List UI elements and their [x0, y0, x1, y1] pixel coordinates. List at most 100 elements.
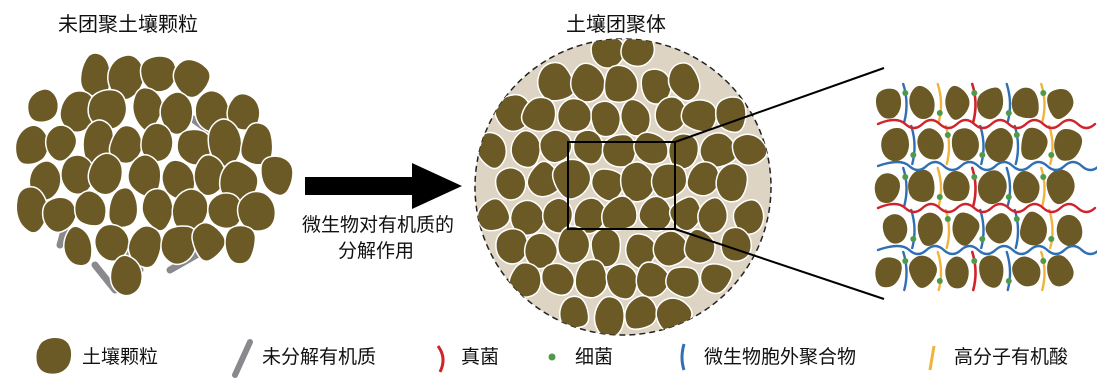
zoomed-soil-particle [873, 171, 902, 205]
bacterium [1040, 258, 1047, 264]
eps-strand [979, 124, 985, 166]
zoomed-soil-particle [950, 126, 981, 163]
soil-particle [107, 186, 139, 229]
organic-acid-lines-group [936, 82, 1054, 292]
fungi-icon [436, 345, 445, 373]
aggregate-soil-particle [573, 197, 607, 235]
aggregate-soil-particle [605, 263, 638, 300]
eps-strand [979, 208, 985, 250]
organic-acid-strand [936, 82, 943, 124]
zoom-line-top [674, 67, 885, 143]
zoomed-soil-particle [1010, 86, 1041, 120]
aggregate-soil-particle [556, 225, 591, 265]
zoomed-soil-particle [943, 84, 971, 122]
bacterium [1013, 216, 1020, 222]
aggregate-soil-particle [569, 62, 606, 103]
aggregate-soil-particle [633, 131, 669, 165]
aggregate-soil-particle [494, 167, 527, 201]
legend-item-soil-particle: 土壤颗粒 [35, 337, 158, 375]
bacterium [902, 90, 909, 96]
eps-strand [902, 82, 908, 124]
legend-organic-acid-label: 高分子有机酸 [954, 346, 1068, 368]
fungal-hypha [970, 166, 977, 208]
soil-particle [139, 55, 177, 93]
aggregate-soil-particle [715, 162, 749, 203]
soil-particle-group [14, 52, 294, 297]
zoomed-soil-particle [1011, 169, 1042, 205]
soil-particle [109, 254, 143, 297]
aggregate-soil-particle [665, 266, 701, 299]
aggregate-soil-particle [732, 199, 765, 235]
aggregate-soil-particle [650, 163, 688, 200]
aggregate-soil-particle [601, 133, 637, 168]
aggregate-soil-particle [714, 96, 747, 134]
zoomed-soil-particle [915, 126, 946, 161]
soil-particle [15, 185, 49, 234]
aggregate-soil-particle [541, 197, 574, 234]
legend-eps-label: 微生物胞外聚合物 [704, 346, 856, 368]
aggregate-soil-particle [655, 297, 693, 335]
arrow-caption-line2: 分解作用 [338, 240, 414, 262]
soil-particle [73, 189, 107, 227]
aggregate-soil-particle [508, 261, 542, 298]
fungal-hypha [970, 82, 977, 124]
aggregate-soil-particle [593, 295, 625, 335]
legend-bacteria-label: 细菌 [575, 346, 613, 368]
bacterium [910, 152, 917, 158]
bacterium [1048, 152, 1055, 158]
legend-soil-label: 土壤颗粒 [82, 346, 158, 368]
middle-panel-title: 土壤团聚体 [566, 12, 666, 36]
zoomed-soil-particle [907, 254, 939, 290]
bacterium [944, 132, 951, 138]
zoomed-soil-particle [1019, 126, 1050, 162]
bacterium [979, 152, 986, 158]
aggregate-soil-particle [699, 263, 733, 295]
aggregate-soil-particle [495, 228, 529, 265]
legend-item-fungi: 真菌 [436, 345, 499, 373]
soil-particle [260, 155, 294, 197]
aggregate-soil-particle [603, 64, 639, 103]
organic-acid-icon [928, 345, 936, 371]
zoomed-soil-particle [943, 255, 971, 290]
soil-particle [141, 187, 174, 232]
soil-particle [14, 124, 50, 166]
aggregate-soil-particle [520, 96, 557, 133]
bacterium [1005, 110, 1012, 116]
zoomed-soil-particle [977, 253, 1005, 290]
soil-particle [239, 122, 274, 166]
aggregate-soil-particle [652, 230, 690, 267]
zoomed-soil-particle [1045, 253, 1076, 288]
zoomed-soil-particle [873, 255, 904, 289]
aggregate-soil-particle [572, 129, 604, 165]
bacterium [979, 236, 986, 242]
zoomed-soil-particle [976, 168, 1009, 206]
zoom-box [567, 141, 676, 230]
organic-acid-strand [936, 250, 943, 292]
aggregate-soil-particle [574, 258, 608, 299]
bacterium [1040, 90, 1047, 96]
eps-strand [902, 250, 908, 292]
aggregate-soil-particle [667, 62, 701, 102]
aggregate-soil-particle [540, 262, 576, 297]
bacteria-icon [548, 353, 556, 361]
organic-acid-strand [1040, 82, 1046, 124]
eps-strand [902, 166, 908, 208]
bacterium [1005, 278, 1012, 284]
organic-acid-strand [1040, 166, 1046, 208]
legend-item-organic-matter: 未分解有机质 [232, 339, 376, 378]
zoomed-soil-particle [1010, 255, 1042, 288]
bacterium [1048, 236, 1055, 242]
zoomed-soil-particle [879, 126, 911, 163]
eps-strand [1005, 166, 1012, 208]
eps-strand [1005, 82, 1012, 124]
soil-particle [224, 224, 257, 265]
aggregate-soil-particle [635, 261, 671, 299]
soil-particle-icon [35, 337, 73, 375]
bacterium [1013, 132, 1020, 138]
arrow-caption-line1: 微生物对有机质的 [302, 214, 454, 236]
decomposition-arrow [305, 163, 462, 209]
bacterium [936, 194, 943, 200]
unaggregated-soil-particles [14, 52, 294, 297]
organic-acid-strand [944, 124, 951, 166]
eps-strand [1013, 124, 1020, 166]
